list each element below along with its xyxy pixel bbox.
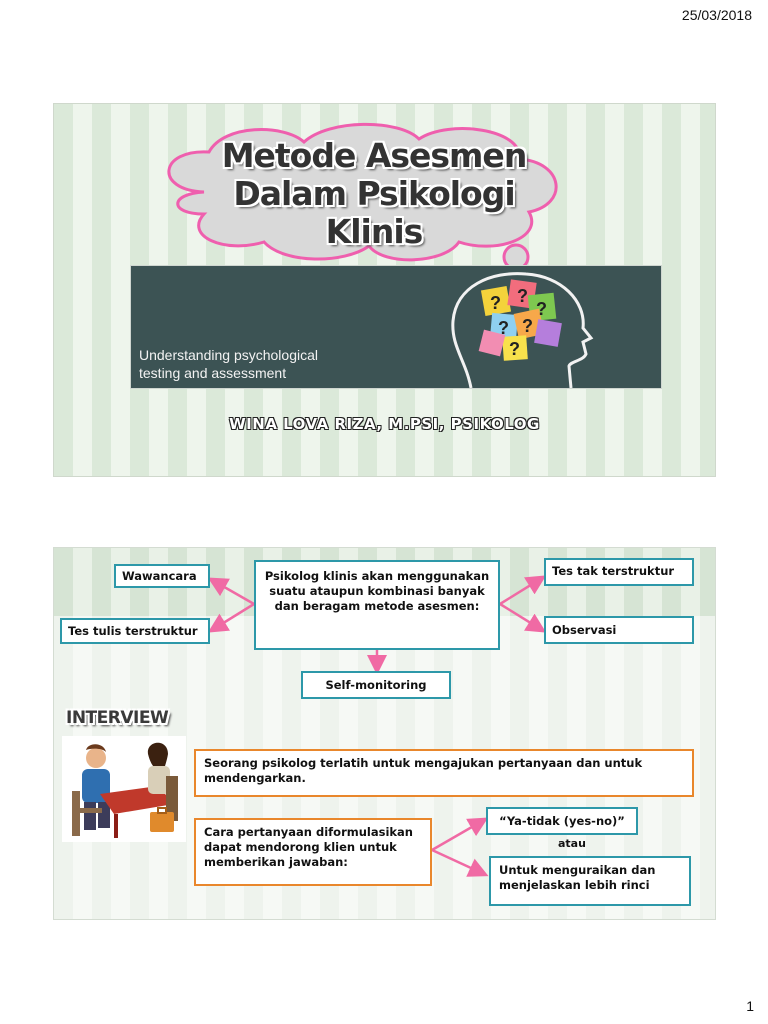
title-line-1: Metode Asesmen [204, 137, 544, 175]
question-mark-5: ? [522, 316, 533, 336]
arrow-to-observasi [500, 604, 542, 630]
interview-clipart [62, 736, 186, 842]
assessment-banner: ? ? ? ? ? ? Understanding psychological … [130, 265, 662, 389]
banner-line-2: testing and assessment [139, 364, 399, 382]
slide-title: Metode Asesmen Dalam Psikologi Klinis [204, 137, 544, 251]
method-self-monitoring-label: Self-monitoring [325, 678, 426, 692]
method-self-monitoring: Self-monitoring [301, 671, 451, 699]
method-wawancara: Wawancara [114, 564, 210, 588]
question-mark-2: ? [517, 286, 528, 306]
yes-no-box: “Ya-tidak (yes-no)” [486, 807, 638, 835]
content-slide: Psikolog klinis akan menggunakan suatu a… [53, 547, 716, 920]
banner-caption: Understanding psychological testing and … [139, 346, 399, 382]
atau-label: atau [558, 837, 586, 850]
arrow-to-wawancara [212, 580, 254, 604]
question-mark-1: ? [490, 293, 501, 313]
definition-box: Seorang psikolog terlatih untuk mengajuk… [194, 749, 694, 797]
question-mark-4: ? [498, 318, 509, 338]
interviewer-figure-icon [82, 744, 110, 830]
method-observasi-label: Observasi [552, 623, 616, 637]
method-wawancara-label: Wawancara [122, 569, 197, 583]
method-tes-tak: Tes tak terstruktur [544, 558, 694, 586]
definition-text: Seorang psikolog terlatih untuk mengajuk… [204, 756, 642, 785]
arrow-to-tes-tulis [212, 604, 254, 630]
question-format-text: Cara pertanyaan diformulasikan dapat men… [204, 825, 413, 869]
question-mark-6: ? [509, 339, 520, 359]
page-number: 1 [746, 998, 754, 1014]
title-line-2: Dalam Psikologi Klinis [204, 175, 544, 251]
center-box: Psikolog klinis akan menggunakan suatu a… [254, 560, 500, 650]
question-format-box: Cara pertanyaan diformulasikan dapat men… [194, 818, 432, 886]
arrow-to-tes-tak [500, 578, 542, 604]
elaborate-text: Untuk menguraikan dan menjelaskan lebih … [499, 863, 655, 892]
method-tes-tak-label: Tes tak terstruktur [552, 564, 674, 578]
interview-heading: INTERVIEW [66, 708, 168, 728]
method-tes-tulis-label: Tes tulis terstruktur [68, 624, 198, 638]
arrow-to-yes-no [432, 820, 484, 850]
arrow-to-elaborate [432, 850, 484, 874]
author-name: WINA LOVA RIZA, M.PSI, PSIKOLOG [54, 415, 715, 433]
method-tes-tulis: Tes tulis terstruktur [60, 618, 210, 644]
yes-no-text: “Ya-tidak (yes-no)” [499, 814, 625, 828]
elaborate-box: Untuk menguraikan dan menjelaskan lebih … [489, 856, 691, 906]
date-stamp: 25/03/2018 [682, 7, 752, 23]
center-box-text: Psikolog klinis akan menggunakan suatu a… [265, 569, 489, 613]
title-slide: Metode Asesmen Dalam Psikologi Klinis ? … [53, 103, 716, 477]
method-observasi: Observasi [544, 616, 694, 644]
banner-line-1: Understanding psychological [139, 346, 399, 364]
question-mark-3: ? [536, 299, 547, 319]
